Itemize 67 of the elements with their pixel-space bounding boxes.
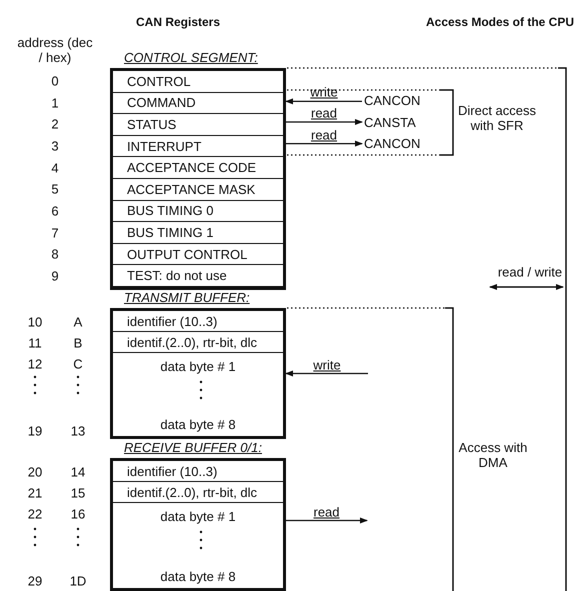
address-label: 0 <box>51 74 59 88</box>
section-heading: TRANSMIT BUFFER: <box>124 290 250 305</box>
register-name: CANCON <box>362 91 420 109</box>
arrow <box>286 518 368 524</box>
cell-text: data byte # 8 <box>159 417 237 432</box>
arrow <box>286 140 363 147</box>
address-label: 29 <box>28 574 42 588</box>
arrow <box>285 370 368 376</box>
bracket-label: read / write <box>496 264 564 280</box>
address-label: 4 <box>51 160 59 176</box>
register-cell: INTERRUPT <box>110 136 286 158</box>
register-cell: identif.(2..0), rtr-bit, dlc <box>110 482 286 503</box>
arrow <box>286 119 363 125</box>
register-name: CANSTA <box>362 113 416 131</box>
register-cell <box>110 503 286 588</box>
address-label: 3 <box>51 138 59 154</box>
cell-text: data byte # 1 <box>159 509 237 524</box>
address-label: 5 <box>51 182 59 196</box>
address-label: 19 <box>28 424 42 438</box>
register-cell: BUS TIMING 1 <box>110 222 286 244</box>
cell-text: data byte # 8 <box>159 569 237 584</box>
register-cell: ACCEPTANCE MASK <box>110 179 286 201</box>
address-label: 13 <box>70 424 86 438</box>
register-cell: TEST: do not use <box>110 265 286 287</box>
address-label: 9 <box>51 268 59 284</box>
address-label: 15 <box>70 486 86 500</box>
bracket-label: Direct access with SFR <box>456 103 538 133</box>
register-cell <box>110 353 286 436</box>
section-heading: CONTROL SEGMENT: <box>124 50 258 65</box>
column-heading: CAN Registers <box>136 15 220 29</box>
register-cell: BUS TIMING 0 <box>110 200 286 222</box>
address-label: 16 <box>70 506 86 522</box>
register-cell: OUTPUT CONTROL <box>110 244 286 266</box>
section-heading: RECEIVE BUFFER 0/1: <box>124 440 262 455</box>
edge-label: read <box>310 106 338 120</box>
address-label: 1D <box>70 574 86 588</box>
address-label: 14 <box>70 464 86 480</box>
edge-label: read <box>313 504 340 519</box>
address-label: 7 <box>51 226 59 240</box>
address-label: 11 <box>28 336 42 350</box>
bracket-label: Access with DMA <box>458 440 528 470</box>
cell-text: data byte # 1 <box>159 359 237 374</box>
address-label: A <box>74 314 82 330</box>
address-label: 1 <box>51 96 59 110</box>
address-label: 2 <box>51 116 59 132</box>
register-cell: identifier (10..3) <box>110 311 286 332</box>
address-label: 12 <box>28 356 42 372</box>
edge-label: write <box>313 357 341 372</box>
edge-label: read <box>310 127 338 142</box>
register-cell: COMMAND <box>110 92 286 114</box>
address-label: 22 <box>28 506 42 522</box>
address-label: C <box>73 356 83 372</box>
register-name: CANCON <box>362 134 420 152</box>
address-label: B <box>74 336 82 350</box>
register-cell: STATUS <box>110 114 286 136</box>
address-label: 8 <box>51 246 59 262</box>
register-cell: identif.(2..0), rtr-bit, dlc <box>110 332 286 353</box>
address-label: 6 <box>51 204 59 218</box>
column-heading: Access Modes of the CPU <box>426 15 574 29</box>
address-label: 10 <box>28 314 42 330</box>
register-cell: CONTROL <box>110 71 286 93</box>
register-cell: ACCEPTANCE CODE <box>110 157 286 179</box>
register-cell: identifier (10..3) <box>110 461 286 482</box>
address-label: 20 <box>28 464 42 480</box>
address-heading: address (dec / hex) <box>16 35 94 65</box>
address-label: 21 <box>28 486 42 500</box>
arrow <box>285 98 362 104</box>
